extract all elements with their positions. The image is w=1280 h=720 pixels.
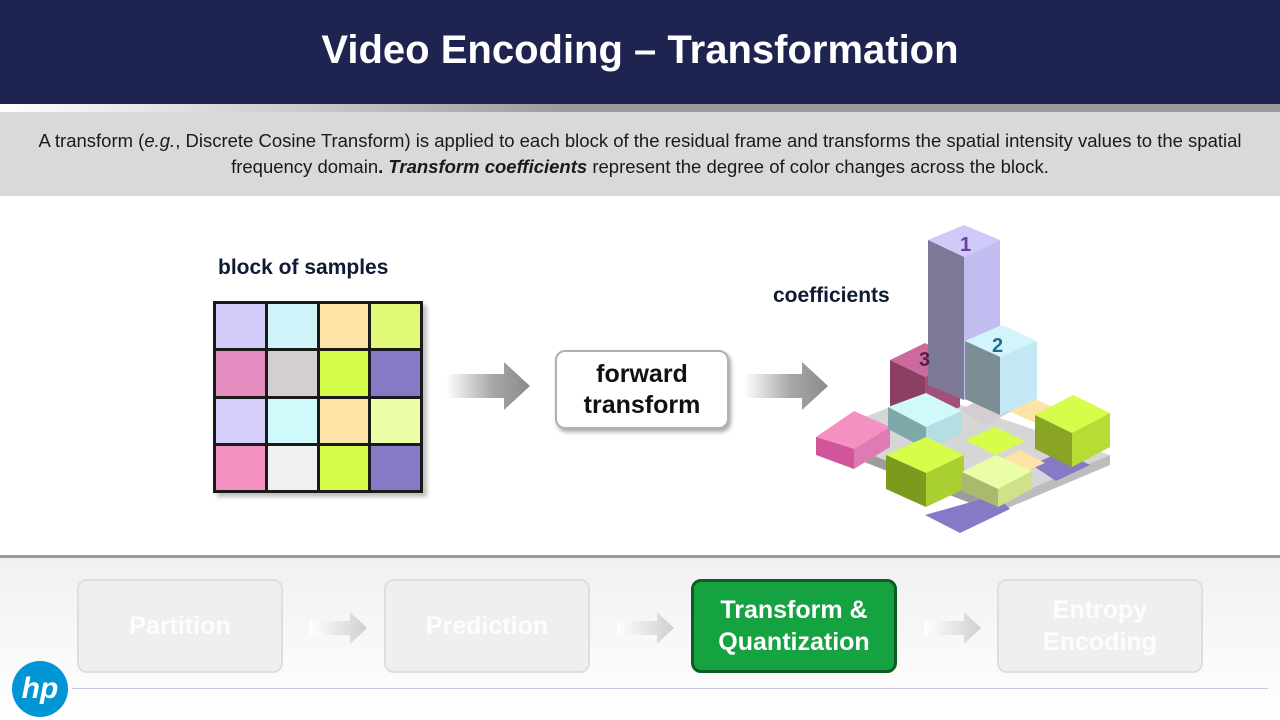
pipeline-step-line-1: Partition — [129, 612, 231, 640]
coefficient-bar — [998, 471, 1032, 507]
sample-cell — [267, 351, 317, 396]
page-title: Video Encoding – Transformation — [321, 28, 959, 72]
coefficients-label: coefficients — [773, 284, 890, 307]
description-part-2: , Discrete Cosine Transform) is applied … — [175, 130, 1242, 177]
description-part-3: represent the degree of color changes ac… — [587, 156, 1049, 177]
coefficient-cell — [965, 427, 1025, 455]
sample-cell — [371, 445, 420, 490]
sample-cell — [319, 304, 369, 349]
sample-cell — [319, 445, 369, 490]
pipeline-step-partition: Partition — [77, 579, 283, 673]
pipeline-step-prediction: Prediction — [384, 579, 590, 673]
coefficient-bar — [926, 455, 964, 507]
hp-logo: hp — [12, 661, 68, 717]
coefficient-label-3: 3 — [919, 349, 930, 371]
coefficient-bar — [962, 455, 1032, 489]
coefficient-bar — [816, 411, 890, 449]
description-part-1: A transform ( — [38, 130, 145, 151]
pipeline-step-transform: Transform & Quantization — [691, 579, 897, 673]
coefficient-cell — [925, 495, 1010, 533]
coefficients-isometric-chart: 1 2 3 — [816, 225, 1110, 533]
arrow-right-icon — [310, 612, 367, 644]
forward-transform-box: forward transform — [555, 350, 729, 429]
sample-cell — [267, 398, 317, 443]
pipeline-step-label: Transform & Quantization — [718, 594, 869, 658]
coefficient-bar — [886, 455, 926, 507]
footer-divider — [72, 688, 1268, 689]
transform-label: transform — [583, 390, 701, 419]
coefficient-bar-1 — [928, 240, 964, 400]
block-of-samples-label: block of samples — [218, 256, 389, 279]
coefficient-bar — [1072, 413, 1110, 467]
coefficient-bar — [1035, 415, 1072, 467]
description-emphasis: Transform coefficients — [388, 156, 588, 177]
coefficient-label-1: 1 — [960, 234, 971, 256]
pipeline-step-line-1: Entropy — [1052, 596, 1148, 624]
pipeline-step-label: Partition — [129, 610, 230, 642]
description-text: A transform (e.g., Discrete Cosine Trans… — [20, 128, 1260, 180]
coefficient-bar — [816, 437, 854, 469]
pipeline-step-line-2: Quantization — [718, 628, 870, 656]
sample-cell — [216, 398, 265, 443]
coefficient-bar — [886, 437, 964, 473]
arrow-right-icon — [744, 362, 828, 410]
coefficient-bar — [962, 472, 998, 507]
sample-cell — [319, 398, 369, 443]
pipeline-step-line-1: Prediction — [425, 612, 549, 640]
arrow-right-icon — [924, 612, 981, 644]
pipeline-step-label: Prediction — [426, 610, 548, 642]
sample-cell — [319, 351, 369, 396]
sample-cell — [216, 445, 265, 490]
sample-cell — [371, 351, 420, 396]
sample-cell — [267, 445, 317, 490]
sample-cell — [267, 304, 317, 349]
sample-cell — [371, 398, 420, 443]
coefficient-bar-2 — [965, 341, 1000, 415]
sample-cell — [216, 351, 265, 396]
sample-cell — [216, 304, 265, 349]
coefficient-bar — [1035, 395, 1110, 433]
description-italic: e.g. — [144, 130, 176, 151]
sample-block-grid — [213, 301, 423, 493]
description-panel: A transform (e.g., Discrete Cosine Trans… — [0, 112, 1280, 196]
arrow-right-icon — [446, 362, 530, 410]
coefficient-cell — [1000, 450, 1045, 473]
coefficient-bar-2 — [965, 325, 1037, 357]
coefficient-base-edge — [996, 455, 1110, 513]
coefficient-bar — [854, 427, 890, 469]
header-divider — [0, 104, 1280, 112]
coefficient-bar-1 — [928, 225, 1000, 257]
title-bar: Video Encoding – Transformation — [0, 0, 1280, 106]
description-separator: . — [378, 156, 389, 177]
coefficient-bar-2 — [1000, 341, 1037, 415]
arrow-right-icon — [617, 612, 674, 644]
forward-label: forward — [596, 359, 688, 388]
coefficient-bar — [888, 407, 926, 449]
coefficient-bar — [888, 393, 962, 427]
pipeline-step-line-1: Transform & — [720, 596, 868, 624]
pipeline-divider — [0, 555, 1280, 558]
pipeline-step-line-2: Encoding — [1043, 628, 1157, 656]
coefficient-cell — [960, 397, 1012, 425]
sample-cell — [371, 304, 420, 349]
coefficient-label-2: 2 — [992, 335, 1003, 357]
coefficient-bar — [926, 411, 962, 449]
